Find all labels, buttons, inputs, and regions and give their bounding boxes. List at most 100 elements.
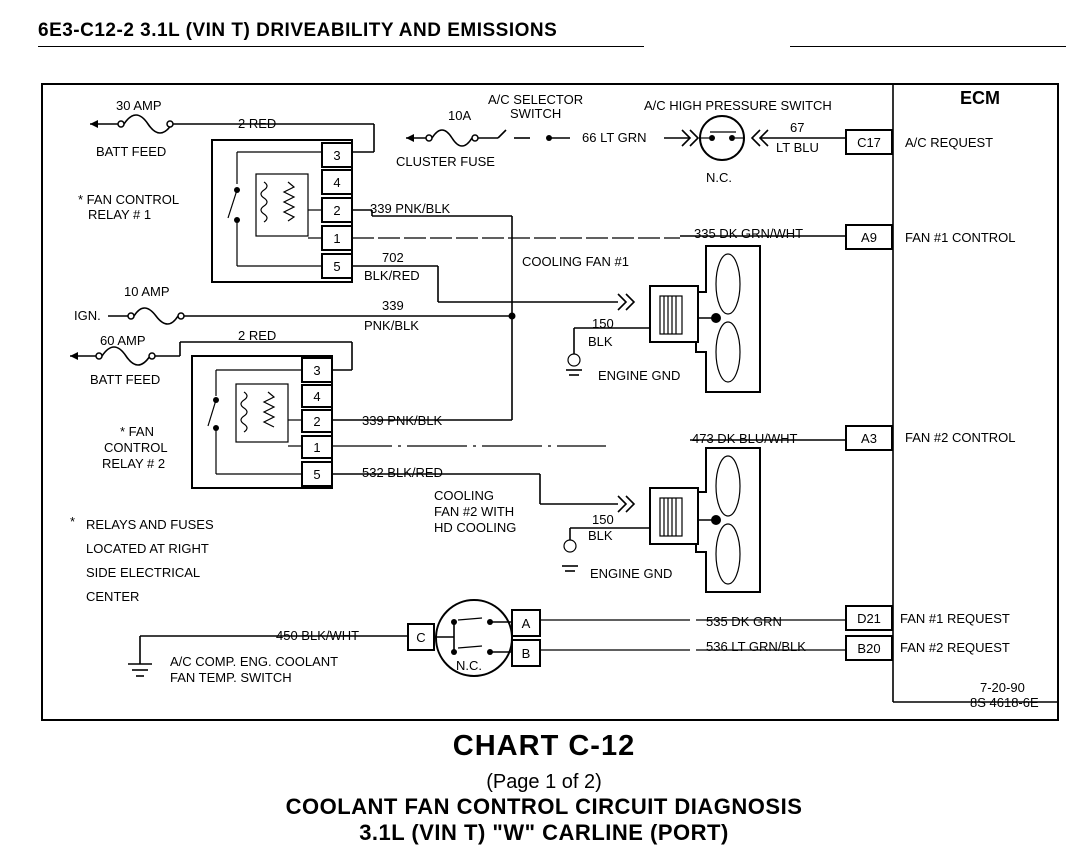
svg-text:3: 3 xyxy=(333,148,340,163)
ecm-pin-b20: B20 FAN #2 REQUEST xyxy=(845,635,1010,661)
wire-150-color-label: BLK xyxy=(588,528,613,543)
temp-switch-nc-label: N.C. xyxy=(456,658,482,673)
relay2-label: RELAY # 2 xyxy=(102,456,165,471)
wire-536-label: 536 LT GRN/BLK xyxy=(706,639,806,654)
fuse-30-amp xyxy=(90,114,375,153)
wire-67-color-label: LT BLU xyxy=(776,140,819,155)
svg-text:4: 4 xyxy=(333,175,340,190)
chart-subtitle: 3.1L (VIN T) "W" CARLINE (PORT) xyxy=(359,820,729,845)
relay1-label: * FAN CONTROL xyxy=(78,192,179,207)
engine-gnd-label: ENGINE GND xyxy=(598,368,680,383)
svg-text:A9: A9 xyxy=(861,230,877,245)
ac-hp-nc-label: N.C. xyxy=(706,170,732,185)
ac-selector-label: A/C SELECTOR xyxy=(488,92,583,107)
wire-532-label: 532 BLK/RED xyxy=(362,465,443,480)
wire-150-label: 150 xyxy=(592,512,614,527)
chart-caption: CHART C-12 (Page 1 of 2) COOLANT FAN CON… xyxy=(0,730,1088,846)
wire-2-red-label: 2 RED xyxy=(238,328,276,343)
note-text: SIDE ELECTRICAL xyxy=(86,565,200,580)
wire-535-label: 535 DK GRN xyxy=(706,614,782,629)
wire-335-label: 335 DK GRN/WHT xyxy=(694,226,803,241)
fuse-10a-cluster xyxy=(406,129,570,147)
ecm-label-ac-request: A/C REQUEST xyxy=(905,135,993,150)
ecm-title: ECM xyxy=(960,88,1000,108)
chart-title: CHART C-12 xyxy=(452,730,636,762)
svg-text:3: 3 xyxy=(313,363,320,378)
fan2-label: HD COOLING xyxy=(434,520,516,535)
fan2-label: COOLING xyxy=(434,488,494,503)
wire-339-color-label: PNK/BLK xyxy=(364,318,419,333)
wire-66-label: 66 LT GRN xyxy=(582,130,647,145)
batt-feed-label: BATT FEED xyxy=(96,144,166,159)
date-stamp: 7-20-90 xyxy=(980,680,1025,695)
ac-selector-label: SWITCH xyxy=(510,106,561,121)
note-text: RELAYS AND FUSES xyxy=(86,517,214,532)
note-text: CENTER xyxy=(86,589,139,604)
wiring-diagram: ECM C17 A/C REQUEST A9 FAN #1 CONTROL A3… xyxy=(41,83,1059,721)
wire-2-red-label: 2 RED xyxy=(238,116,276,131)
svg-text:B20: B20 xyxy=(857,641,880,656)
ac-hp-switch-label: A/C HIGH PRESSURE SWITCH xyxy=(644,98,832,113)
fuse-10a-label: 10A xyxy=(448,108,471,123)
relay2-label: CONTROL xyxy=(104,440,168,455)
fan1-label: COOLING FAN #1 xyxy=(522,254,629,269)
engine-gnd-label: ENGINE GND xyxy=(590,566,672,581)
ac-high-pressure-switch xyxy=(664,115,846,161)
relay2-label: * FAN xyxy=(120,424,154,439)
page-header: 6E3-C12-2 3.1L (VIN T) DRIVEABILITY AND … xyxy=(38,20,558,41)
wire-339-pnk-label: 339 PNK/BLK xyxy=(362,413,443,428)
cooling-fan-1 xyxy=(566,245,761,393)
svg-text:A: A xyxy=(522,616,531,631)
wire-702-label: 702 xyxy=(382,250,404,265)
fuse-10-label: 10 AMP xyxy=(124,284,170,299)
note-text: LOCATED AT RIGHT xyxy=(86,541,209,556)
svg-text:2: 2 xyxy=(333,203,340,218)
diagram-frame xyxy=(41,83,1059,721)
wire-473-label: 473 DK BLU/WHT xyxy=(692,431,798,446)
ecm-label-fan1-control: FAN #1 CONTROL xyxy=(905,230,1016,245)
svg-text:5: 5 xyxy=(333,259,340,274)
wire-150-color-label: BLK xyxy=(588,334,613,349)
svg-text:B: B xyxy=(522,646,531,661)
chart-subtitle: COOLANT FAN CONTROL CIRCUIT DIAGNOSIS xyxy=(285,794,803,819)
svg-text:2: 2 xyxy=(313,414,320,429)
cluster-fuse-label: CLUSTER FUSE xyxy=(396,154,495,169)
batt-feed-label: BATT FEED xyxy=(90,372,160,387)
wire-450-label: 450 BLK/WHT xyxy=(276,628,359,643)
relay1-wiring xyxy=(352,209,846,420)
header-rule xyxy=(790,46,1066,47)
svg-text:5: 5 xyxy=(313,467,320,482)
ecm-label-fan2-request: FAN #2 REQUEST xyxy=(900,640,1010,655)
wire-67-label: 67 xyxy=(790,120,804,135)
svg-text:4: 4 xyxy=(313,389,320,404)
fuse-60-amp xyxy=(70,341,353,371)
ecm-label-fan2-control: FAN #2 CONTROL xyxy=(905,430,1016,445)
temp-switch-label: A/C COMP. ENG. COOLANT xyxy=(170,654,338,669)
ign-label: IGN. xyxy=(74,308,101,323)
page-indicator: (Page 1 of 2) xyxy=(486,771,602,793)
wire-702-color-label: BLK/RED xyxy=(364,268,420,283)
svg-text:1: 1 xyxy=(313,440,320,455)
relay2-wiring xyxy=(332,419,846,513)
drawing-code: 8S 4618-6E xyxy=(970,695,1039,710)
ecm-pin-a9: A9 FAN #1 CONTROL xyxy=(845,224,1016,250)
wire-339-label: 339 xyxy=(382,298,404,313)
wire-339-pnk-label: 339 PNK/BLK xyxy=(370,201,451,216)
svg-text:C17: C17 xyxy=(857,135,881,150)
svg-text:1: 1 xyxy=(333,231,340,246)
fuse-30-label: 30 AMP xyxy=(116,98,162,113)
fan-control-relay-1: 3 4 2 1 5 xyxy=(211,139,353,283)
fuse-60-label: 60 AMP xyxy=(100,333,146,348)
temp-switch-label: FAN TEMP. SWITCH xyxy=(170,670,292,685)
fan2-label: FAN #2 WITH xyxy=(434,504,514,519)
wire-150-label: 150 xyxy=(592,316,614,331)
note-asterisk: * xyxy=(70,514,75,529)
fan-control-relay-2: 3 4 2 1 5 xyxy=(191,355,333,489)
ecm-label-fan1-request: FAN #1 REQUEST xyxy=(900,611,1010,626)
fuse-10-amp xyxy=(108,307,512,325)
cooling-fan-2 xyxy=(562,447,761,593)
ecm-pin-c17: C17 A/C REQUEST xyxy=(845,129,993,155)
relay1-label: RELAY # 1 xyxy=(88,207,151,222)
ecm-pin-a3: A3 FAN #2 CONTROL xyxy=(845,425,1016,451)
svg-text:A3: A3 xyxy=(861,431,877,446)
